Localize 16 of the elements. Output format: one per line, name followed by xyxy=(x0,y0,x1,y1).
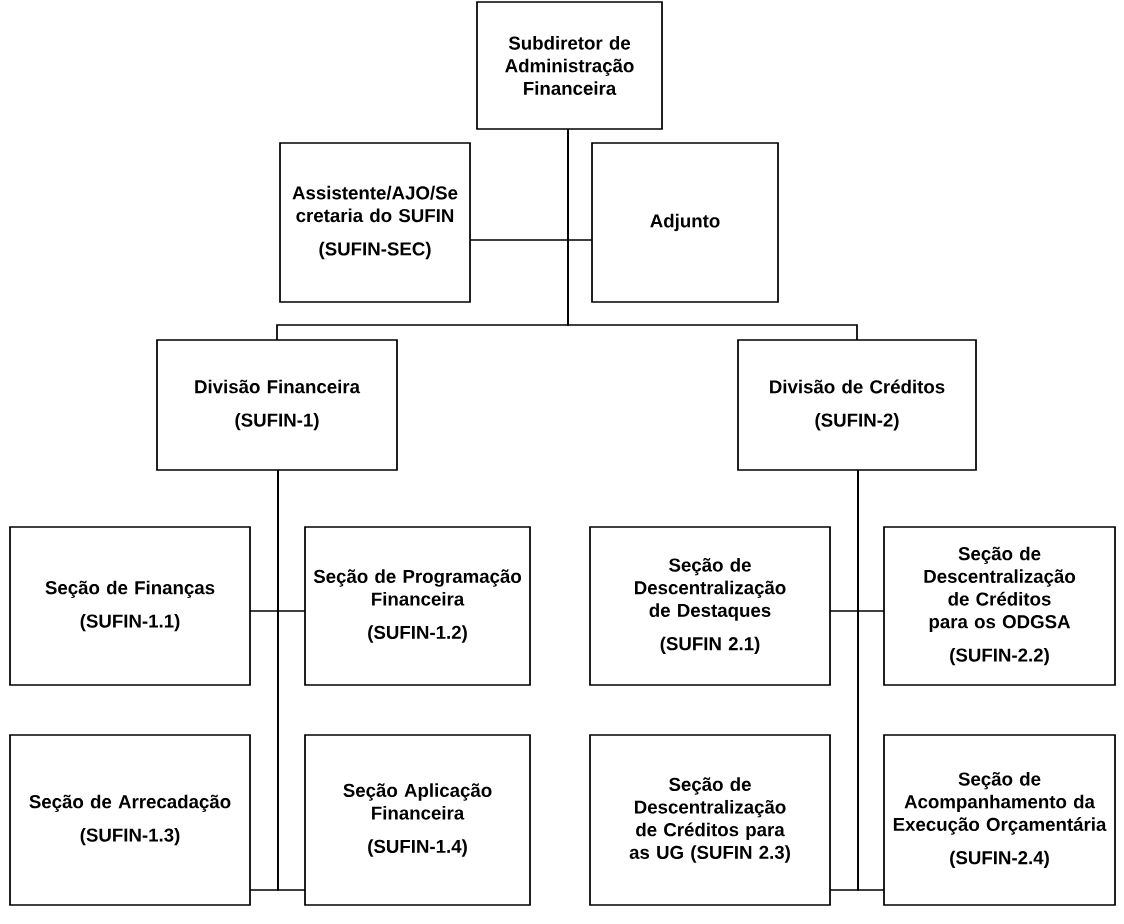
org-box: Subdiretor de Administração Financeira xyxy=(476,1,663,130)
org-box: Seção de Descentralização de Créditos para os ODGSA (SUFIN-2.2) xyxy=(883,526,1116,686)
org-box: Divisão de Créditos (SUFIN-2) xyxy=(737,339,977,471)
org-box: Seção de Descentralização de Destaques (SUFIN 2.1) xyxy=(589,526,831,686)
org-box: Seção de Finanças (SUFIN-1.1) xyxy=(9,526,251,686)
connector-line xyxy=(857,469,885,891)
org-box: Adjunto xyxy=(591,142,779,303)
org-box: Divisão Financeira (SUFIN-1) xyxy=(156,339,398,471)
org-box: Assistente/AJO/Se cretaria do SUFIN (SUFIN-SEC) xyxy=(279,142,471,303)
org-box: Seção de Programação Financeira (SUFIN-1.2) xyxy=(304,526,531,686)
org-box: Seção de Descentralização de Créditos para as UG (SUFIN 2.3) xyxy=(589,734,831,906)
org-box: Seção Aplicação Financeira (SUFIN-1.4) xyxy=(304,734,531,906)
org-box: Seção de Acompanhamento da Execução Orçamentária (SUFIN-2.4) xyxy=(883,734,1116,906)
connector-line xyxy=(567,128,858,341)
connector-line xyxy=(277,469,306,891)
org-box: Seção de Arrecadação (SUFIN-1.3) xyxy=(9,734,251,906)
